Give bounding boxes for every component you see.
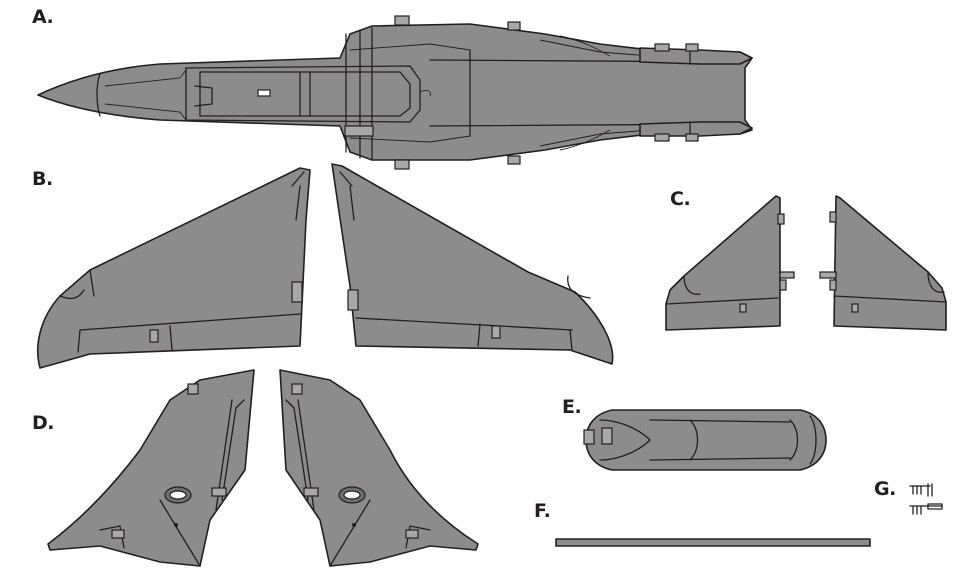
rod-part-f [555, 538, 871, 547]
stabilizers-part-c [665, 195, 947, 331]
label-e: E. [562, 396, 582, 418]
main-wings-part-b [37, 163, 614, 369]
label-c: C. [670, 188, 691, 210]
screws-part-g [909, 483, 943, 515]
canopy-part-e [583, 409, 827, 471]
fins-part-d [47, 369, 479, 567]
fuselage-part-a [37, 15, 753, 170]
label-g: G. [874, 478, 896, 500]
label-b: B. [32, 168, 53, 190]
label-a: A. [32, 6, 54, 28]
label-f: F. [534, 500, 551, 522]
label-d: D. [32, 412, 55, 434]
